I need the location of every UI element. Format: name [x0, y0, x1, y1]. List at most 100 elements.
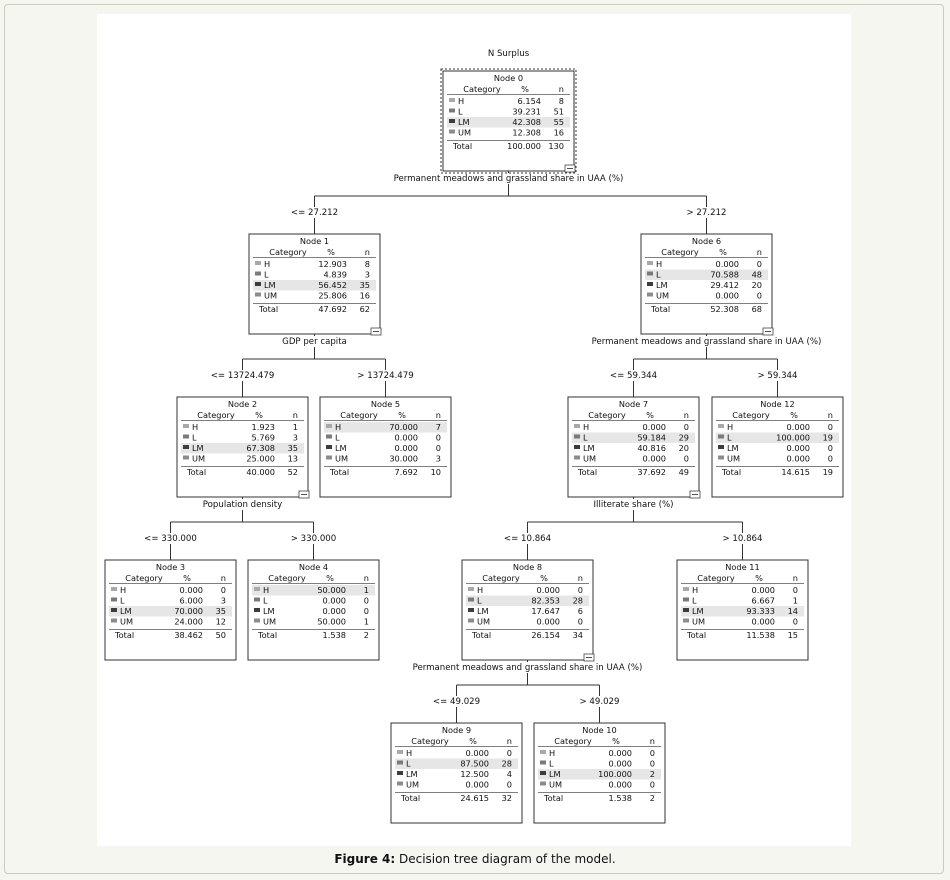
- row-category: UM: [656, 291, 669, 301]
- total-percent: 40.000: [246, 467, 275, 477]
- row-category: UM: [263, 617, 276, 627]
- row-n: 0: [507, 748, 512, 758]
- header-n: n: [684, 410, 689, 420]
- row-category: L: [263, 596, 268, 606]
- row-highlight: [181, 443, 304, 454]
- category-swatch-h: [183, 424, 189, 428]
- row-percent: 70.588: [710, 270, 739, 280]
- category-swatch-um: [574, 455, 580, 460]
- branch-condition-label: <= 13724.479: [211, 371, 275, 381]
- row-percent: 0.000: [752, 617, 775, 627]
- category-swatch-um: [683, 618, 689, 623]
- row-category: H: [264, 259, 270, 269]
- header-percent: %: [398, 410, 406, 420]
- total-label: Total: [186, 467, 206, 477]
- category-swatch-um: [111, 618, 117, 623]
- node-box: [390, 722, 523, 824]
- header-percent: %: [327, 247, 335, 257]
- row-n: 0: [650, 759, 655, 769]
- row-n: 6: [578, 606, 583, 616]
- row-category: L: [120, 596, 125, 606]
- row-percent: 12.500: [460, 769, 489, 779]
- row-category: L: [477, 596, 482, 606]
- row-highlight: [681, 606, 804, 617]
- row-percent: 0.000: [643, 422, 666, 432]
- header-n: n: [650, 736, 655, 746]
- row-category: LM: [458, 117, 470, 127]
- collapse-toggle[interactable]: [370, 327, 382, 336]
- category-swatch-lm: [449, 119, 455, 123]
- row-percent: 0.000: [787, 443, 810, 453]
- row-n: 3: [293, 433, 298, 443]
- row-category: UM: [406, 780, 419, 790]
- category-swatch-um: [449, 129, 455, 134]
- row-percent: 1.923: [252, 422, 275, 432]
- header-percent: %: [646, 410, 654, 420]
- branch-condition-label: > 13724.479: [357, 371, 413, 381]
- category-swatch-lm: [683, 608, 689, 612]
- total-label: Total: [257, 630, 277, 640]
- row-percent: 0.000: [323, 596, 346, 606]
- row-n: 0: [436, 443, 441, 453]
- collapse-toggle[interactable]: [762, 327, 774, 336]
- split-variable-label: Illiterate share (%): [594, 500, 674, 510]
- row-n: 29: [679, 433, 689, 443]
- branch-condition-label: > 330.000: [291, 534, 336, 544]
- row-percent: 5.769: [252, 433, 275, 443]
- total-n: 130: [548, 141, 564, 151]
- total-percent: 7.692: [395, 467, 418, 477]
- category-swatch-um: [255, 292, 261, 297]
- row-n: 0: [757, 291, 762, 301]
- row-highlight: [466, 595, 589, 606]
- row-category: H: [727, 422, 733, 432]
- row-percent: 82.353: [531, 596, 560, 606]
- node-title: Node 8: [513, 562, 542, 572]
- total-n: 50: [216, 630, 226, 640]
- total-n: 10: [431, 467, 441, 477]
- category-swatch-h: [397, 750, 403, 754]
- node-title: Node 3: [156, 562, 185, 572]
- row-category: H: [120, 585, 126, 595]
- header-percent: %: [719, 247, 727, 257]
- category-swatch-h: [540, 750, 546, 754]
- row-percent: 50.000: [317, 585, 346, 595]
- row-n: 0: [828, 422, 833, 432]
- row-highlight: [572, 432, 695, 443]
- row-percent: 70.000: [174, 606, 203, 616]
- collapse-toggle[interactable]: [564, 164, 576, 173]
- row-category: L: [549, 759, 554, 769]
- row-highlight: [645, 269, 768, 280]
- collapse-toggle[interactable]: [583, 653, 595, 662]
- row-category: LM: [264, 280, 276, 290]
- row-category: UM: [692, 617, 705, 627]
- row-percent: 0.000: [180, 585, 203, 595]
- category-swatch-h: [718, 424, 724, 428]
- collapse-toggle[interactable]: [689, 490, 701, 499]
- total-percent: 38.462: [174, 630, 203, 640]
- row-highlight: [109, 606, 232, 617]
- total-n: 2: [364, 630, 369, 640]
- total-percent: 11.538: [746, 630, 775, 640]
- node-box: [711, 396, 844, 498]
- row-percent: 17.647: [531, 606, 560, 616]
- category-swatch-l: [111, 597, 117, 602]
- collapse-toggle[interactable]: [298, 490, 310, 499]
- header-percent: %: [255, 410, 263, 420]
- branch-condition-label: <= 59.344: [610, 371, 657, 381]
- row-n: 0: [650, 748, 655, 758]
